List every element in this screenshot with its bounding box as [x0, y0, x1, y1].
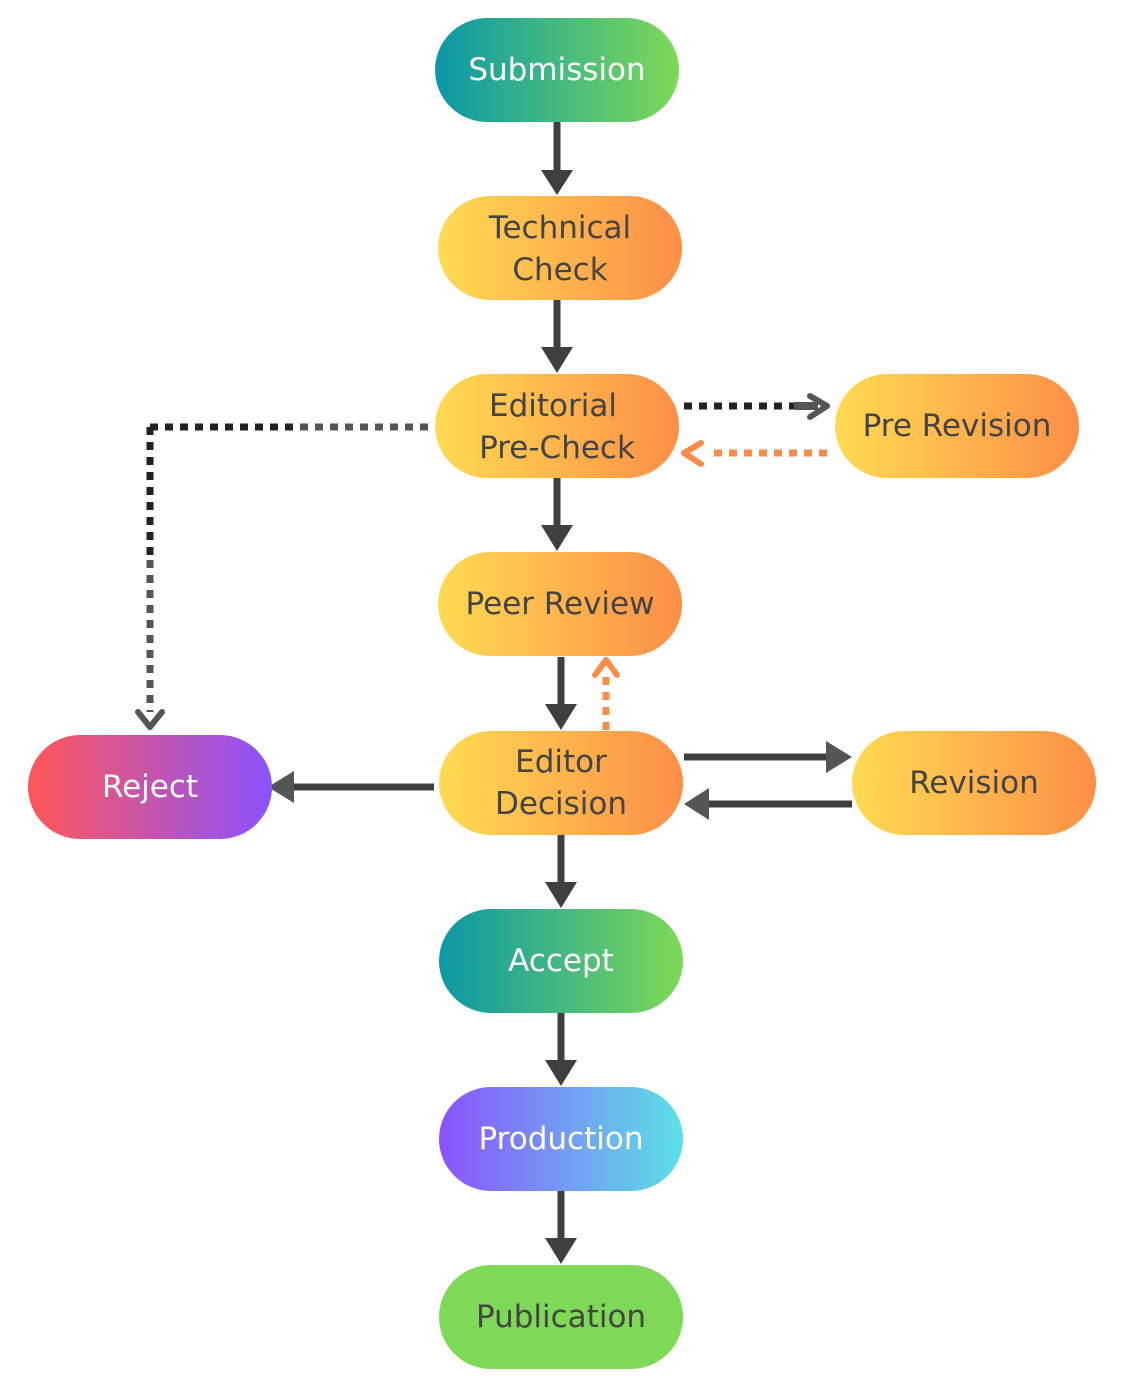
node-technical-check-label-line1: Technical	[488, 210, 631, 246]
edge-editor-decision-to-reject	[268, 771, 434, 803]
node-pre-revision-label: Pre Revision	[863, 408, 1052, 444]
node-technical-check: Technical Check	[438, 196, 682, 300]
node-publication-label: Publication	[476, 1299, 646, 1335]
node-production-label: Production	[479, 1121, 644, 1157]
node-publication: Publication	[439, 1265, 683, 1369]
edge-submission-to-technical-check	[541, 122, 573, 195]
node-reject: Reject	[28, 735, 272, 839]
node-production: Production	[439, 1087, 683, 1191]
node-submission-label: Submission	[468, 52, 645, 88]
node-peer-review-label: Peer Review	[466, 586, 655, 622]
node-submission: Submission	[435, 18, 679, 122]
node-editorial-precheck-label-line1: Editorial	[489, 388, 617, 424]
edge-accept-to-production	[545, 1013, 577, 1086]
edge-editorial-precheck-to-pre-revision	[684, 393, 830, 420]
edge-revision-to-editor-decision	[684, 788, 852, 820]
node-editorial-precheck: Editorial Pre-Check	[435, 374, 679, 478]
node-editor-decision-label-line1: Editor	[515, 744, 607, 780]
node-pre-revision: Pre Revision	[835, 374, 1079, 478]
node-editor-decision-label-line2: Decision	[495, 786, 627, 822]
edge-editor-decision-to-accept	[545, 835, 577, 908]
edge-editor-decision-to-peer-review	[592, 657, 620, 730]
edge-production-to-publication	[545, 1191, 577, 1264]
node-accept: Accept	[439, 909, 683, 1013]
node-accept-label: Accept	[508, 943, 614, 979]
node-revision: Revision	[852, 731, 1096, 835]
node-peer-review: Peer Review	[438, 552, 682, 656]
edge-editorial-precheck-to-peer-review	[541, 478, 573, 551]
edge-pre-revision-to-editorial-precheck	[681, 440, 827, 467]
edge-technical-check-to-editorial-precheck	[541, 300, 573, 373]
node-technical-check-label-line2: Check	[512, 252, 607, 288]
edge-peer-review-to-editor-decision	[545, 657, 577, 730]
node-reject-label: Reject	[102, 769, 198, 805]
edge-editor-decision-to-revision	[684, 741, 852, 773]
node-revision-label: Revision	[909, 765, 1039, 801]
node-editorial-precheck-label-line2: Pre-Check	[479, 430, 635, 466]
edge-editorial-precheck-to-reject	[135, 423, 430, 730]
node-editor-decision: Editor Decision	[439, 731, 683, 835]
